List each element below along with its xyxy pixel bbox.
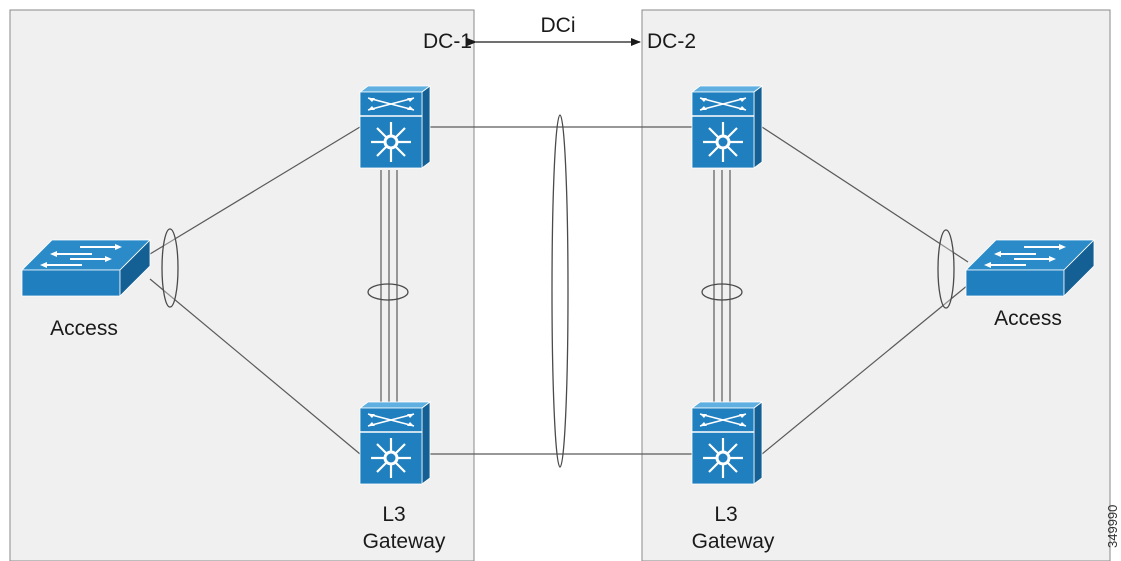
link-right-access-to-dc2-top xyxy=(761,126,969,263)
link-left-access-to-dc1-bottom xyxy=(149,278,361,455)
right-access-bundle-oval xyxy=(937,229,955,309)
link-left-access-to-dc1-top xyxy=(149,126,361,255)
dc2-l3-gateway-line1: L3 xyxy=(714,503,737,526)
dc2-label: DC-2 xyxy=(647,30,696,53)
link-right-access-to-dc2-bottom xyxy=(761,284,969,455)
dc2-l3-gateway-line2: Gateway xyxy=(692,530,775,553)
dc1-l3-gateway-line2: Gateway xyxy=(363,530,446,553)
left-access-bundle-oval xyxy=(161,228,179,308)
layer3-switch-icon xyxy=(690,84,764,170)
dc1-vpc-bundle-oval xyxy=(367,283,409,301)
right-access-label: Access xyxy=(994,307,1062,330)
links xyxy=(149,126,969,455)
layer3-switch-icon xyxy=(690,400,764,486)
dc1-label: DC-1 xyxy=(423,30,472,53)
dc2-vpc-bundle-oval xyxy=(701,283,743,301)
layer3-switch-icon xyxy=(358,84,432,170)
layer3-switch-icon xyxy=(358,400,432,486)
dci-bundle-oval xyxy=(551,114,569,468)
figure-id: 349990 xyxy=(1105,505,1120,548)
bundles xyxy=(161,114,955,468)
dc1-l3-gateway-line1: L3 xyxy=(382,503,405,526)
dci-label: DCi xyxy=(541,14,576,37)
left-access-label: Access xyxy=(50,317,118,340)
